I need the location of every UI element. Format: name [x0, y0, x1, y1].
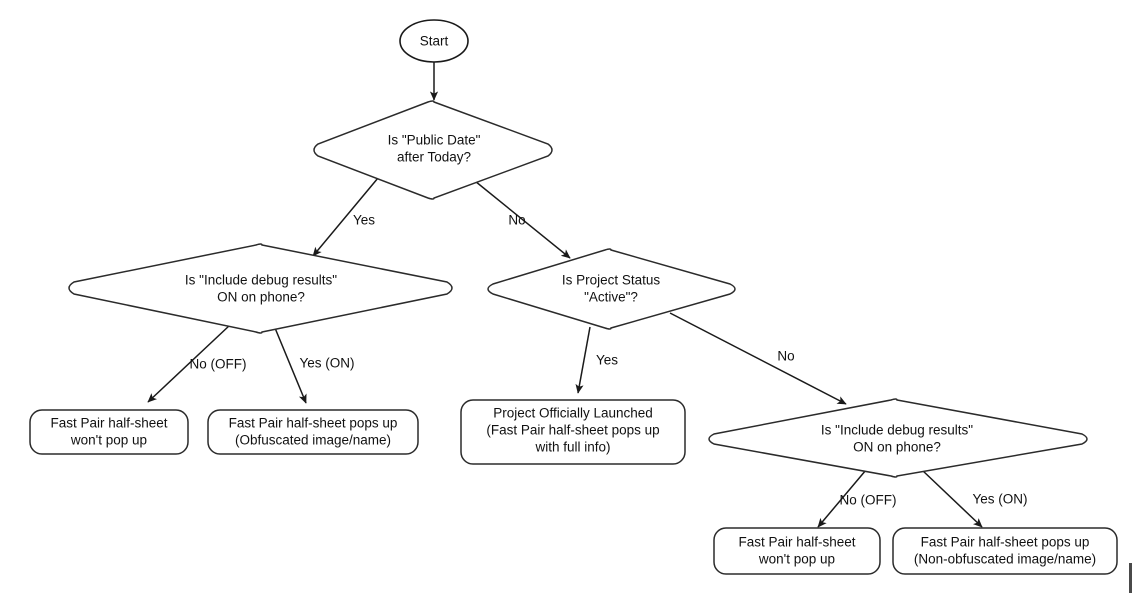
include-debug-results-left-line1: Is "Include debug results" [185, 273, 337, 288]
node-outcome-no-popup-right[interactable]: Fast Pair half-sheet won't pop up [713, 527, 881, 575]
start-ellipse-shape [399, 19, 469, 63]
node-outcome-no-popup-left[interactable]: Fast Pair half-sheet won't pop up [29, 409, 189, 455]
edge-public-date-yes: Yes [312, 177, 379, 257]
node-start[interactable]: Start [399, 19, 469, 63]
node-include-debug-results-left-decision[interactable]: Is "Include debug results" ON on phone? [68, 243, 453, 334]
node-public-date-decision[interactable]: Is "Public Date" after Today? [313, 100, 553, 200]
project-status-line1: Is Project Status [562, 273, 661, 288]
edge-debug-right-no: No (OFF) [817, 469, 897, 528]
edge-public-date-no: No [469, 176, 571, 259]
outcome-obfuscated-line2: (Obfuscated image/name) [235, 433, 391, 448]
node-outcome-obfuscated[interactable]: Fast Pair half-sheet pops up (Obfuscated… [207, 409, 419, 455]
public-date-label-line2: after Today? [397, 150, 471, 165]
edge-label-project-status-no: No [777, 349, 794, 364]
outcome-no-popup-left-line2: won't pop up [70, 433, 147, 448]
outcome-obfuscated-shape [207, 409, 419, 455]
start-label: Start [420, 34, 449, 49]
edge-label-project-status-yes: Yes [596, 353, 618, 368]
edge-label-debug-left-yes: Yes (ON) [299, 356, 354, 371]
public-date-diamond-shape [313, 100, 553, 200]
outcome-no-popup-right-line1: Fast Pair half-sheet [738, 535, 855, 550]
outcome-no-popup-right-shape [713, 527, 881, 575]
edge-project-status-no: No [669, 312, 847, 405]
include-debug-results-left-diamond-shape [68, 243, 453, 334]
edge-project-status-yes: Yes [575, 326, 618, 394]
node-outcome-non-obfuscated[interactable]: Fast Pair half-sheet pops up (Non-obfusc… [892, 527, 1118, 575]
edge-debug-left-yes: Yes (ON) [274, 327, 355, 404]
outcome-non-obfuscated-shape [892, 527, 1118, 575]
outcome-project-launched-shape [460, 399, 686, 465]
node-outcome-project-launched[interactable]: Project Officially Launched (Fast Pair h… [460, 399, 686, 465]
outcome-project-launched-line2: (Fast Pair half-sheet pops up [486, 423, 659, 438]
outcome-project-launched-line1: Project Officially Launched [493, 406, 653, 421]
edge-label-debug-right-yes: Yes (ON) [972, 492, 1027, 507]
outcome-no-popup-left-line1: Fast Pair half-sheet [50, 416, 167, 431]
project-status-diamond-shape [487, 248, 736, 330]
outcome-project-launched-line3: with full info) [534, 440, 610, 455]
outcome-non-obfuscated-line1: Fast Pair half-sheet pops up [921, 535, 1090, 550]
edge-debug-right-yes: Yes (ON) [921, 469, 1028, 528]
edge-label-debug-right-no: No (OFF) [840, 493, 897, 508]
include-debug-results-right-line1: Is "Include debug results" [821, 423, 973, 438]
include-debug-results-right-diamond-shape [708, 398, 1088, 478]
outcome-non-obfuscated-line2: (Non-obfuscated image/name) [914, 552, 1096, 567]
edge-debug-left-no: No (OFF) [147, 324, 247, 403]
edge-label-public-date-yes: Yes [353, 213, 375, 228]
node-include-debug-results-right-decision[interactable]: Is "Include debug results" ON on phone? [708, 398, 1088, 478]
outcome-no-popup-right-line2: won't pop up [758, 552, 835, 567]
page-edge-mark [1129, 563, 1132, 593]
include-debug-results-left-line2: ON on phone? [217, 290, 305, 305]
include-debug-results-right-line2: ON on phone? [853, 440, 941, 455]
node-project-status-decision[interactable]: Is Project Status "Active"? [487, 248, 736, 330]
public-date-label-line1: Is "Public Date" [388, 133, 481, 148]
outcome-obfuscated-line1: Fast Pair half-sheet pops up [229, 416, 398, 431]
edge-label-debug-left-no: No (OFF) [190, 357, 247, 372]
edge-label-public-date-no: No [508, 213, 525, 228]
outcome-no-popup-left-shape [29, 409, 189, 455]
project-status-line2: "Active"? [584, 290, 638, 305]
